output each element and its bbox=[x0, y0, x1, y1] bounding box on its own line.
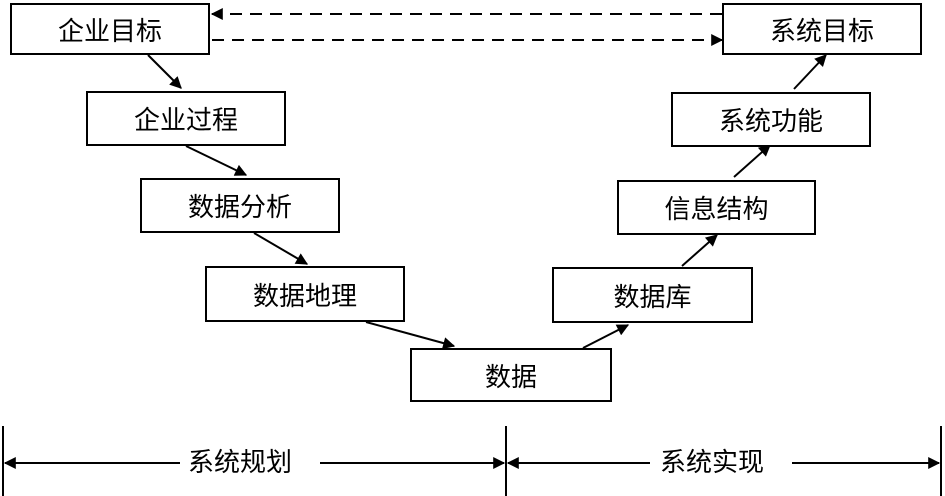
arrow-analysis-to-management bbox=[253, 232, 309, 265]
node-info-structure: 信息结构 bbox=[617, 180, 816, 235]
node-data: 数据 bbox=[410, 348, 612, 402]
node-system-function: 系统功能 bbox=[671, 92, 871, 147]
node-database: 数据库 bbox=[552, 267, 753, 323]
arrow-enterprise-goal-to-process bbox=[147, 54, 182, 89]
arrow-data-to-database bbox=[582, 324, 630, 349]
arrow-database-to-info bbox=[681, 234, 718, 267]
node-system-goal: 系统目标 bbox=[722, 3, 922, 55]
arrow-info-to-function bbox=[733, 144, 771, 178]
phase-label-planning: 系统规划 bbox=[184, 448, 297, 478]
arrow-management-to-data bbox=[365, 321, 456, 349]
node-enterprise-process: 企业过程 bbox=[86, 91, 286, 146]
arrow-function-to-goal bbox=[793, 54, 827, 90]
node-data-management: 数据地理 bbox=[205, 266, 405, 322]
node-data-analysis: 数据分析 bbox=[140, 178, 340, 233]
phase-label-implementation: 系统实现 bbox=[656, 448, 769, 478]
node-enterprise-goal: 企业目标 bbox=[10, 3, 210, 55]
arrow-process-to-analysis bbox=[185, 145, 248, 176]
